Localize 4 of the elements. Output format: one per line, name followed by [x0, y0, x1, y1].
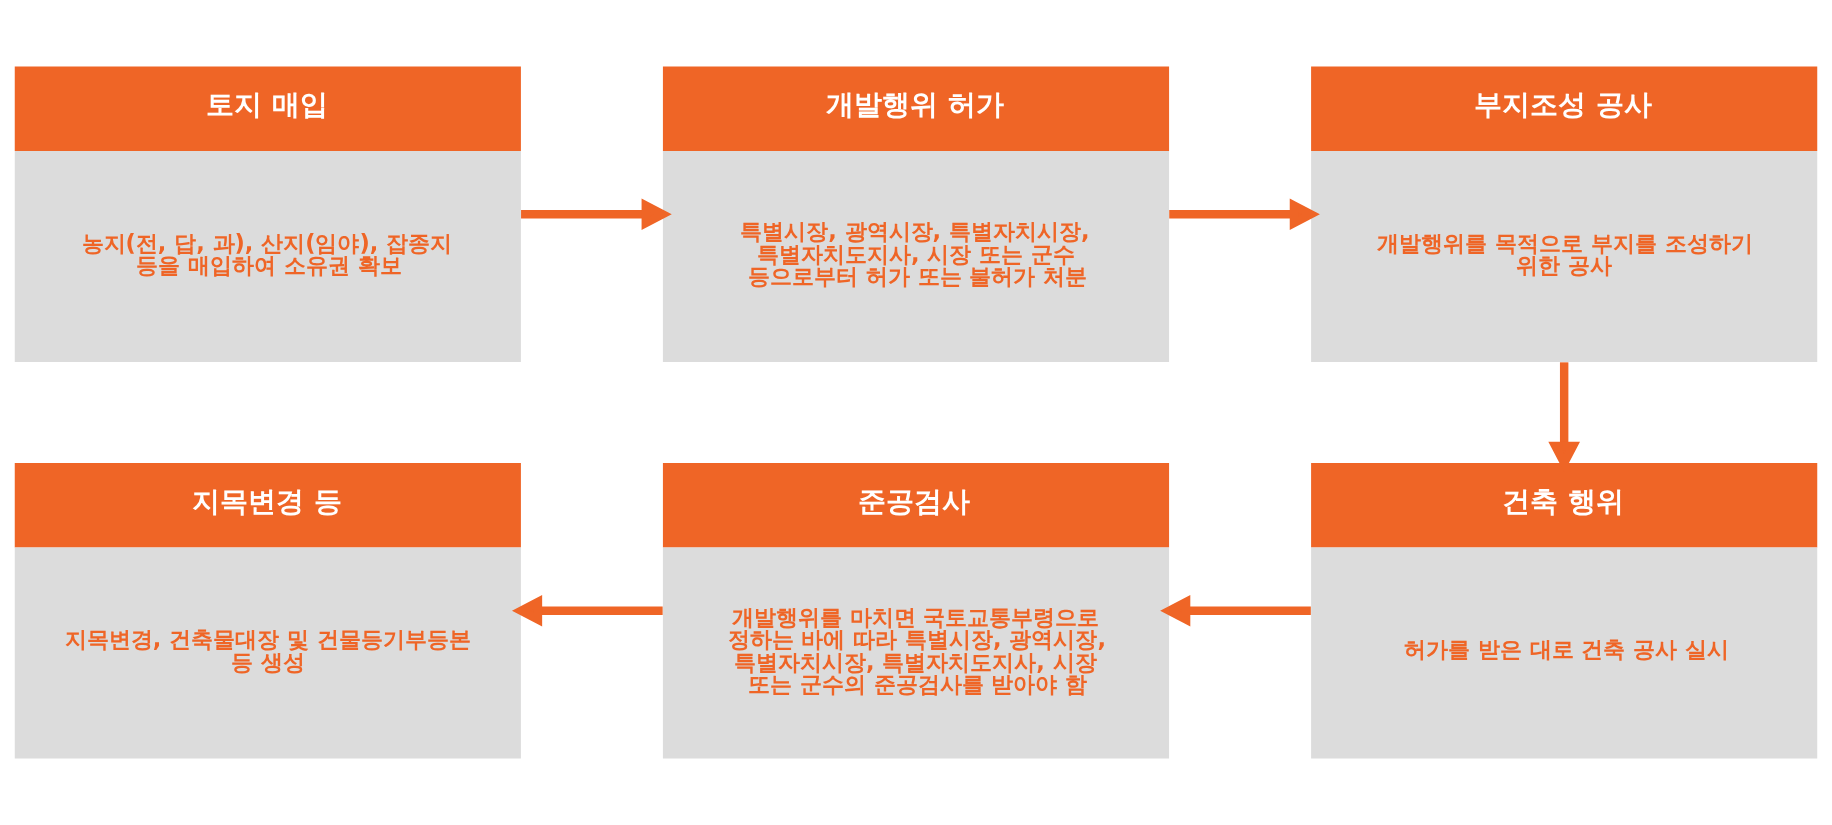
arrow — [1160, 594, 1311, 627]
arrow — [511, 594, 663, 627]
arrow — [1169, 198, 1320, 231]
arrow — [521, 198, 672, 231]
